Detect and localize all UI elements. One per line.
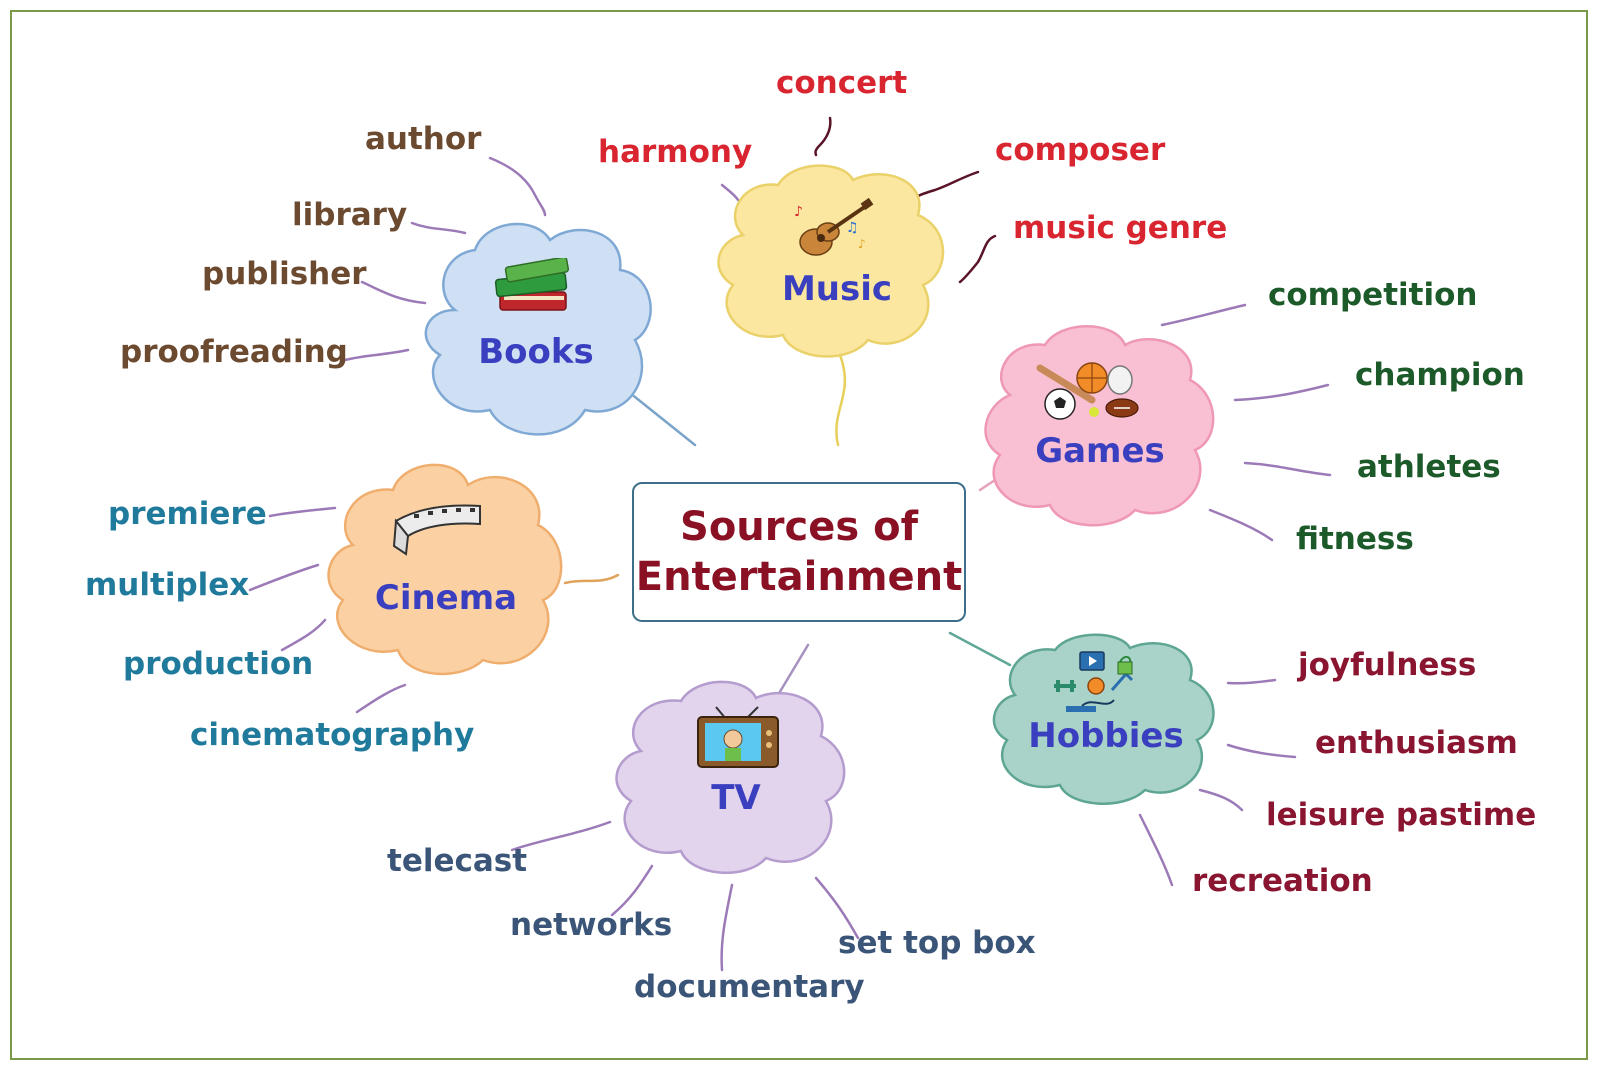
word-production: production	[123, 646, 314, 682]
word-proofreading: proofreading	[120, 334, 348, 370]
branch-music-genre	[958, 234, 997, 284]
branch-production	[280, 618, 327, 652]
branch-publisher	[360, 280, 427, 305]
word-telecast: telecast	[387, 843, 528, 879]
image-border	[10, 10, 1588, 1060]
branch-telecast	[510, 820, 612, 852]
link-music	[835, 353, 847, 447]
word-multiplex: multiplex	[85, 567, 250, 603]
branch-concert	[814, 116, 832, 157]
tv-cloud	[615, 680, 846, 875]
svg-text:♪: ♪	[858, 237, 866, 251]
hobbies-label: Hobbies	[1028, 716, 1184, 756]
books-cloud	[424, 222, 652, 436]
word-documentary: documentary	[634, 969, 865, 1005]
hobbies-icon	[1054, 651, 1134, 712]
branch-premiere	[268, 506, 337, 518]
television-icon	[697, 706, 779, 768]
link-cinema	[563, 573, 620, 585]
link-hobbies	[948, 631, 1012, 667]
word-leisure-pastime: leisure pastime	[1266, 797, 1537, 833]
branch-documentary	[720, 883, 734, 972]
branch-harmony	[720, 183, 740, 202]
film-reel-icon	[392, 504, 481, 556]
music-cloud	[717, 164, 945, 358]
cinema-cloud	[327, 463, 563, 676]
word-publisher: publisher	[202, 256, 367, 292]
word-champion: champion	[1355, 357, 1525, 393]
branch-enthusiasm	[1226, 743, 1297, 759]
word-fitness: fitness	[1296, 521, 1414, 557]
word-athletes: athletes	[1357, 449, 1501, 485]
books-label: Books	[478, 332, 594, 372]
branch-recreation	[1138, 813, 1174, 887]
branch-proofreading	[343, 348, 410, 362]
central-topic-box: Sources of Entertainment	[632, 482, 966, 622]
word-author: author	[365, 121, 482, 157]
hobbies-cloud	[992, 633, 1215, 805]
branch-leisure-pastime	[1198, 788, 1244, 812]
word-music-genre: music genre	[1013, 210, 1228, 246]
svg-text:♫: ♫	[846, 220, 859, 236]
branch-cinematography	[355, 683, 407, 714]
branch-composer	[916, 170, 980, 198]
branch-fitness	[1208, 508, 1274, 542]
branch-athletes	[1243, 461, 1332, 477]
games-label: Games	[1035, 431, 1165, 471]
branch-author	[488, 156, 547, 217]
branch-networks	[610, 864, 654, 917]
word-harmony: harmony	[598, 134, 753, 170]
branch-champion	[1233, 383, 1330, 402]
word-library: library	[292, 197, 408, 233]
word-networks: networks	[510, 907, 673, 943]
books-icon	[494, 258, 570, 311]
word-enthusiasm: enthusiasm	[1315, 725, 1518, 761]
svg-text:♪: ♪	[794, 204, 803, 220]
word-cinematography: cinematography	[190, 717, 475, 753]
music-label: Music	[781, 269, 893, 309]
word-set-top-box: set top box	[838, 925, 1036, 961]
branch-competition	[1160, 303, 1247, 327]
branch-library	[410, 221, 467, 235]
branch-joyfulness	[1226, 678, 1277, 685]
sports-balls-icon	[1036, 362, 1139, 420]
word-composer: composer	[995, 132, 1166, 168]
word-premiere: premiere	[108, 496, 267, 532]
word-recreation: recreation	[1192, 863, 1373, 899]
central-topic-line1: Sources of	[680, 504, 918, 550]
word-concert: concert	[776, 65, 908, 101]
guitar-icon: ♪ ♫ ♪	[794, 198, 874, 256]
games-cloud	[984, 325, 1215, 527]
cinema-label: Cinema	[374, 578, 518, 618]
tv-label: TV	[711, 778, 761, 818]
word-competition: competition	[1268, 277, 1478, 313]
central-topic-line2: Entertainment	[635, 554, 963, 600]
branch-multiplex	[248, 563, 320, 592]
word-joyfulness: joyfulness	[1298, 647, 1477, 683]
branch-set-top-box	[814, 876, 860, 940]
link-tv	[773, 643, 810, 702]
